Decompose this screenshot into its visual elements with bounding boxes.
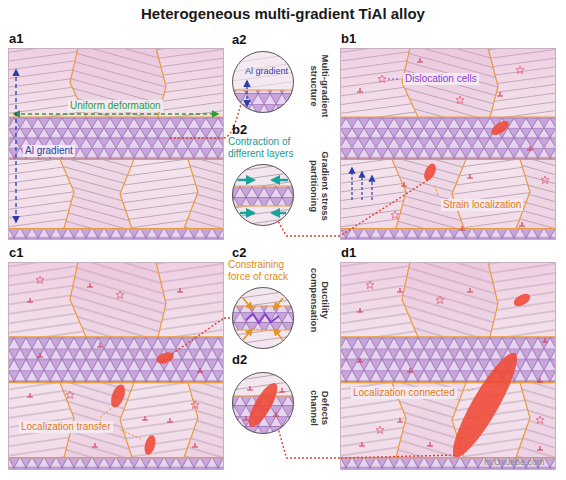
vertical-label: Multi-gradient structure	[308, 48, 330, 124]
text-holder: Constraining force of crack	[228, 259, 302, 283]
circle-outline	[232, 287, 294, 349]
contraction-arrows	[238, 180, 288, 213]
text-holder: b1	[341, 31, 356, 47]
text-holder: c2	[232, 245, 246, 261]
c2-zoom	[232, 287, 294, 349]
annotation-text: Dislocation cells	[403, 73, 479, 85]
panel-label: b2	[232, 122, 247, 138]
panel-frame: a1Uniform deformationAl gradient	[8, 48, 224, 240]
vertical-label: Ductility compensation	[308, 262, 330, 338]
text-holder: Contraction of different layers	[228, 136, 302, 160]
annotation-text: Constraining force of crack	[228, 259, 302, 283]
diagram-title: Heterogeneous multi-gradient TiAl alloy	[0, 5, 566, 23]
panel-label: b1	[341, 31, 356, 47]
magnified-circle: d2Defects channel	[232, 372, 294, 434]
a1-arrows	[14, 70, 224, 222]
text-holder: a1	[9, 31, 23, 47]
circle-border	[233, 373, 294, 434]
alloy-panel	[8, 48, 224, 240]
text-holder: Heterogeneous multi-gradient TiAl alloy	[0, 5, 566, 23]
d2-zoom	[232, 372, 294, 434]
panel-label: d1	[341, 245, 356, 261]
constraint-arrows	[243, 298, 283, 340]
annotation-text: Contraction of different layers	[228, 136, 302, 160]
text-holder: m.Uxuebe.com	[484, 457, 545, 468]
magnified-circle: b2Contraction of different layersGradien…	[232, 164, 294, 226]
text-holder: d1	[341, 245, 356, 261]
magnified-circle: c2Constraining force of crackDuctility c…	[232, 287, 294, 349]
annotation-text: Al gradient	[23, 145, 75, 157]
panel-frame: d1Localization connected	[340, 262, 556, 470]
panel-label: c1	[9, 245, 23, 261]
text-holder: Defects channel	[308, 370, 330, 446]
b1-defects	[340, 58, 549, 236]
circle-border	[233, 52, 294, 113]
panel-label: c2	[232, 245, 246, 261]
text-holder: Al gradient	[245, 66, 288, 77]
annotation-text: Localization connected	[351, 387, 457, 399]
circle-outline	[232, 51, 294, 113]
annotation-text: Al gradient	[245, 66, 288, 77]
panel-label: d2	[232, 352, 247, 368]
annotation-text: Localization transfer	[19, 421, 113, 433]
text-holder: Localization connected	[351, 387, 457, 399]
annotation-text: Strain localization	[441, 199, 523, 211]
text-holder: Ductility compensation	[308, 262, 330, 338]
text-holder: Multi-gradient structure	[308, 48, 330, 124]
panel-frame: c1Localization transfer	[8, 262, 224, 470]
alloy-panel	[340, 262, 556, 470]
annotation-text: Uniform deformation	[68, 100, 163, 112]
panel-label: a2	[232, 32, 246, 48]
connector-line	[224, 317, 232, 318]
text-holder: Strain localization	[441, 199, 523, 211]
panel-frame: b1Dislocation cellsStrain localization	[340, 48, 556, 240]
b2-zoom	[232, 164, 294, 226]
a2-zoom	[232, 51, 294, 113]
alloy-panel	[340, 48, 556, 240]
d1-defects	[340, 281, 548, 463]
text-holder: b2	[232, 122, 247, 138]
circle-outline	[232, 164, 294, 226]
text-holder: Uniform deformation	[68, 100, 163, 112]
vertical-label: Defects channel	[308, 370, 330, 446]
panel-label: a1	[9, 31, 23, 47]
text-holder: d2	[232, 352, 247, 368]
vertical-label: Gradient stress partitioning	[308, 148, 330, 224]
circle-outline	[232, 372, 294, 434]
text-holder: Gradient stress partitioning	[308, 148, 330, 224]
magnified-circle: a2Al gradientMulti-gradient structure	[232, 51, 294, 113]
text-holder: c1	[9, 245, 23, 261]
gradient-arrow	[246, 81, 247, 106]
text-holder: Al gradient	[23, 145, 75, 157]
alloy-panel	[8, 262, 224, 470]
text-holder: Localization transfer	[19, 421, 113, 433]
watermark: m.Uxuebe.com	[484, 457, 545, 468]
text-holder: Dislocation cells	[403, 73, 479, 85]
circle-border	[233, 165, 294, 226]
text-holder: a2	[232, 32, 246, 48]
circle-border	[233, 288, 294, 349]
